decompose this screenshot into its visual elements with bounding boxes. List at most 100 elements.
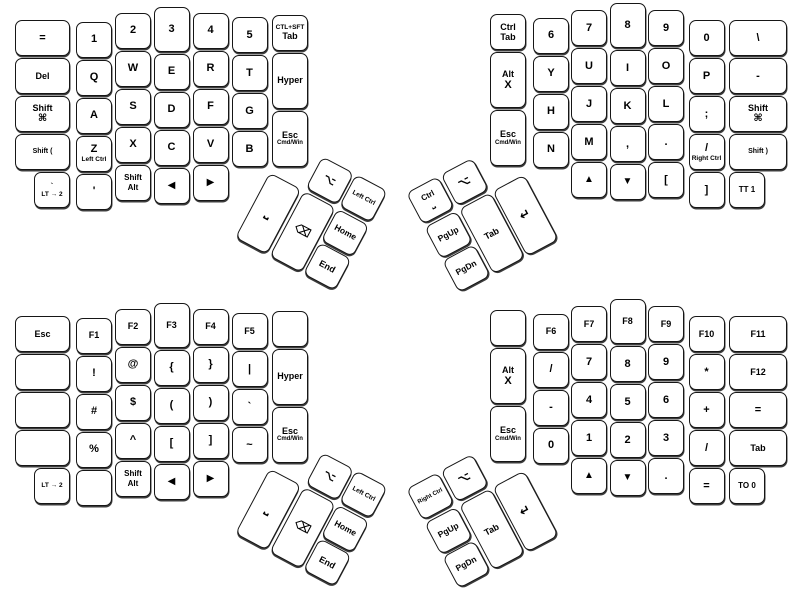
- keycap-r[interactable]: R: [192, 50, 229, 87]
- keycap-8[interactable]: 8: [609, 346, 646, 382]
- keycap-9[interactable]: 9: [648, 344, 684, 380]
- keycap-shift-cmd[interactable]: Shift⌘: [15, 96, 70, 132]
- keycap-d[interactable]: D: [153, 91, 190, 128]
- keycap-4[interactable]: 4: [192, 12, 229, 49]
- keycap-8[interactable]: 8: [609, 3, 646, 48]
- keycap-comma[interactable]: ,: [609, 126, 646, 162]
- keycap-j[interactable]: J: [571, 86, 607, 122]
- keycap-2[interactable]: 2: [115, 12, 151, 49]
- keycap-shift-left-paren[interactable]: Shift (: [15, 134, 70, 170]
- keycap-6[interactable]: 6: [648, 382, 684, 418]
- keycap-tilde[interactable]: ~: [231, 427, 268, 463]
- keycap-to-0[interactable]: TO 0: [729, 468, 765, 504]
- keycap-6[interactable]: 6: [533, 17, 569, 54]
- keycap-tt-1[interactable]: TT 1: [729, 172, 765, 208]
- keycap-w[interactable]: W: [115, 50, 151, 87]
- keycap-1[interactable]: 1: [76, 21, 112, 58]
- keycap-k[interactable]: K: [609, 88, 646, 124]
- keycap-5[interactable]: 5: [609, 384, 646, 420]
- keycap-lt-2[interactable]: LT → 2: [34, 468, 70, 504]
- keycap-blank[interactable]: [15, 392, 70, 428]
- keycap-1[interactable]: 1: [571, 420, 607, 456]
- keycap-semicolon[interactable]: ;: [688, 96, 725, 132]
- keycap-e[interactable]: E: [153, 53, 190, 90]
- keycap-f10[interactable]: F10: [688, 316, 725, 352]
- keycap-f1[interactable]: F1: [76, 317, 112, 354]
- keycap-f11[interactable]: F11: [729, 316, 787, 352]
- keycap-4[interactable]: 4: [571, 382, 607, 418]
- keycap-at[interactable]: @: [115, 346, 151, 383]
- keycap-plus[interactable]: +: [688, 392, 725, 428]
- keycap-hyper[interactable]: Hyper: [272, 348, 308, 405]
- keycap-down-arrow[interactable]: ▼: [609, 460, 646, 496]
- keycap-5[interactable]: 5: [231, 17, 268, 53]
- keycap-t[interactable]: T: [231, 55, 268, 91]
- keycap-period[interactable]: .: [648, 458, 684, 494]
- keycap-n[interactable]: N: [533, 131, 569, 168]
- keycap-left-brace[interactable]: {: [153, 349, 190, 386]
- keycap-g[interactable]: G: [231, 93, 268, 129]
- keycap-up-arrow[interactable]: ▲: [571, 162, 607, 198]
- keycap-left-bracket[interactable]: [: [648, 162, 684, 198]
- keycap-pipe[interactable]: |: [231, 351, 268, 387]
- keycap-l[interactable]: L: [648, 86, 684, 122]
- keycap-f4[interactable]: F4: [192, 308, 229, 345]
- keycap-f7[interactable]: F7: [571, 306, 607, 342]
- keycap-3[interactable]: 3: [648, 420, 684, 456]
- keycap-0[interactable]: 0: [688, 20, 725, 56]
- keycap-f12[interactable]: F12: [729, 354, 787, 390]
- keycap-right-bracket[interactable]: ]: [688, 172, 725, 208]
- keycap-dollar[interactable]: $: [115, 384, 151, 421]
- keycap-shift-cmd[interactable]: Shift⌘: [729, 96, 787, 132]
- keycap-period[interactable]: .: [648, 124, 684, 160]
- keycap-grave[interactable]: `: [231, 389, 268, 425]
- keycap-f3[interactable]: F3: [153, 302, 190, 348]
- keycap-3[interactable]: 3: [153, 6, 190, 52]
- keycap-7[interactable]: 7: [571, 10, 607, 46]
- keycap-blank[interactable]: [272, 310, 308, 347]
- keycap-f8[interactable]: F8: [609, 299, 646, 344]
- keycap-quote[interactable]: ': [76, 173, 112, 210]
- keycap-slash[interactable]: /: [533, 351, 569, 388]
- keycap-f5[interactable]: F5: [231, 313, 268, 349]
- keycap-7[interactable]: 7: [571, 344, 607, 380]
- keycap-left-paren[interactable]: (: [153, 387, 190, 424]
- keycap-o[interactable]: O: [648, 48, 684, 84]
- keycap-minus[interactable]: -: [533, 389, 569, 426]
- keycap-h[interactable]: H: [533, 93, 569, 130]
- keycap-right-brace[interactable]: }: [192, 346, 229, 383]
- keycap-slash[interactable]: /: [688, 430, 725, 466]
- keycap-v[interactable]: V: [192, 126, 229, 163]
- keycap-del[interactable]: Del: [15, 58, 70, 94]
- keycap-x[interactable]: X: [115, 126, 151, 163]
- keycap-f[interactable]: F: [192, 88, 229, 125]
- keycap-right-paren[interactable]: ): [192, 384, 229, 421]
- keycap-f2[interactable]: F2: [115, 308, 151, 345]
- keycap-hash[interactable]: #: [76, 393, 112, 430]
- keycap-shift-right-paren[interactable]: Shift ): [729, 134, 787, 170]
- keycap-u[interactable]: U: [571, 48, 607, 84]
- keycap-minus[interactable]: -: [729, 58, 787, 94]
- keycap-right-arrow[interactable]: ▶: [192, 460, 229, 497]
- keycap-b[interactable]: B: [231, 131, 268, 167]
- keycap-equals[interactable]: =: [688, 468, 725, 504]
- keycap-esc[interactable]: Esc: [15, 316, 70, 352]
- keycap-left-arrow[interactable]: ◀: [153, 463, 190, 500]
- keycap-exclamation[interactable]: !: [76, 355, 112, 392]
- keycap-down-arrow[interactable]: ▼: [609, 164, 646, 200]
- keycap-q[interactable]: Q: [76, 59, 112, 96]
- keycap-right-bracket[interactable]: ]: [192, 422, 229, 459]
- keycap-9[interactable]: 9: [648, 10, 684, 46]
- keycap-left-arrow[interactable]: ◀: [153, 167, 190, 204]
- keycap-hyper[interactable]: Hyper: [272, 52, 308, 109]
- keycap-right-arrow[interactable]: ▶: [192, 164, 229, 201]
- keycap-m[interactable]: M: [571, 124, 607, 160]
- keycap-equals[interactable]: =: [15, 20, 70, 56]
